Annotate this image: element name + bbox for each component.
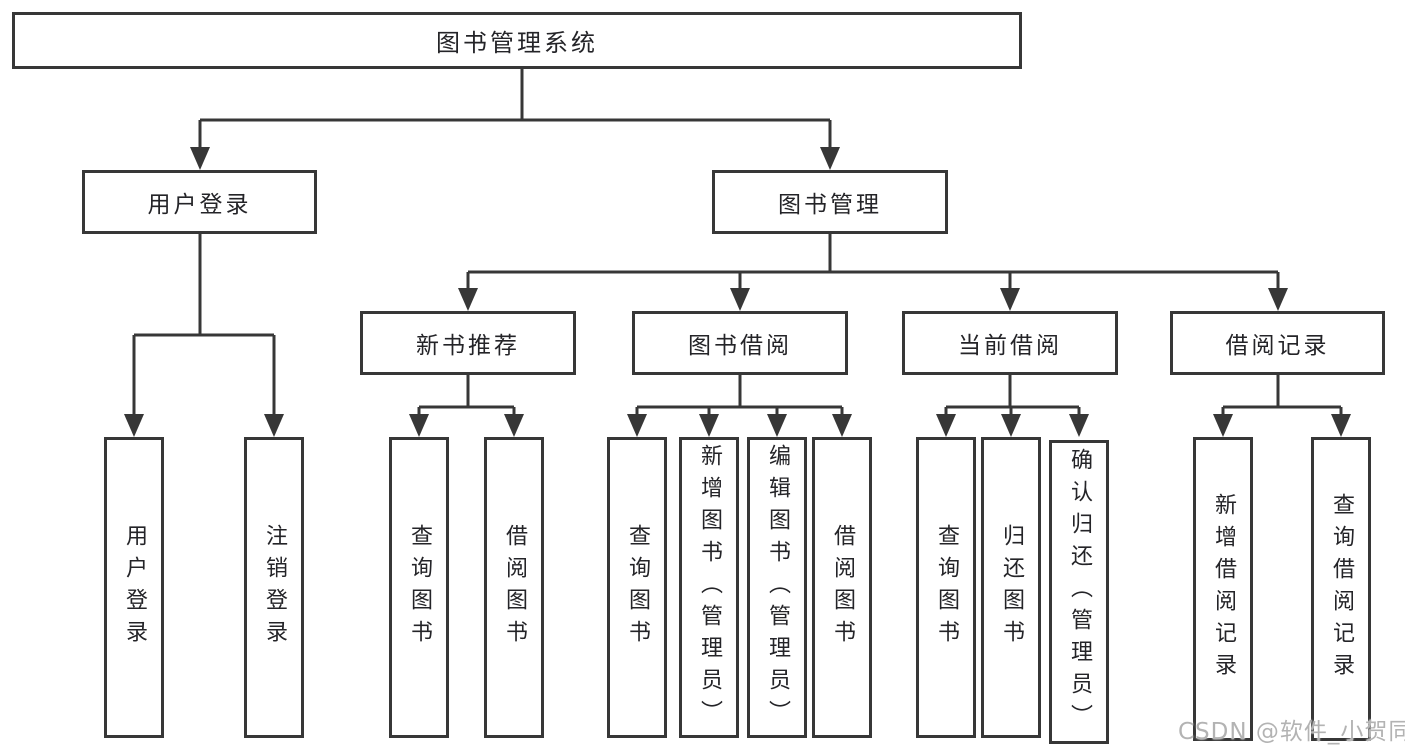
arrowhead-down-icon bbox=[1000, 288, 1020, 311]
arrowhead-down-icon bbox=[730, 288, 750, 311]
leaf-user-login: 用户登录 bbox=[104, 437, 164, 738]
node-user-login: 用户登录 bbox=[82, 170, 317, 234]
node-current-borrowing-label: 当前借阅 bbox=[958, 333, 1062, 359]
arrowhead-down-icon bbox=[767, 414, 787, 437]
leaf-logout: 注销登录 bbox=[244, 437, 304, 738]
arrowhead-down-icon bbox=[627, 414, 647, 437]
arrowhead-down-icon bbox=[504, 414, 524, 437]
arrowhead-down-icon bbox=[409, 414, 429, 437]
leaf-current-query-books-label: 查询图书 bbox=[934, 523, 959, 652]
leaf-current-confirm-return-admin-label: 确认归还（管理员） bbox=[1067, 448, 1092, 736]
node-new-book-recommendation: 新书推荐 bbox=[360, 311, 576, 375]
leaf-current-confirm-return-admin: 确认归还（管理员） bbox=[1049, 440, 1109, 744]
node-book-borrowing: 图书借阅 bbox=[632, 311, 848, 375]
node-borrowing-records: 借阅记录 bbox=[1170, 311, 1385, 375]
node-user-login-label: 用户登录 bbox=[147, 192, 252, 218]
leaf-borrowing-borrow-books: 借阅图书 bbox=[812, 437, 872, 738]
leaf-borrowing-query-books-label: 查询图书 bbox=[625, 523, 650, 652]
leaf-newbook-query-books: 查询图书 bbox=[389, 437, 449, 738]
node-current-borrowing: 当前借阅 bbox=[902, 311, 1118, 375]
arrowhead-down-icon bbox=[1001, 414, 1021, 437]
arrowhead-down-icon bbox=[820, 147, 840, 170]
node-book-management-label: 图书管理 bbox=[778, 192, 882, 218]
arrowhead-down-icon bbox=[190, 147, 210, 170]
leaf-current-query-books: 查询图书 bbox=[916, 437, 976, 738]
leaf-borrowing-edit-books-admin: 编辑图书（管理员） bbox=[747, 437, 807, 738]
leaf-borrowing-borrow-books-label: 借阅图书 bbox=[830, 523, 855, 652]
leaf-current-return-books: 归还图书 bbox=[981, 437, 1041, 738]
arrowhead-down-icon bbox=[458, 288, 478, 311]
connector-lines bbox=[132, 68, 1343, 419]
arrowhead-down-icon bbox=[1268, 288, 1288, 311]
leaf-borrowing-query-books: 查询图书 bbox=[607, 437, 667, 738]
csdn-watermark: CSDN @软件_小贺同学 bbox=[1178, 719, 1405, 745]
node-root-library-management-system: 图书管理系统 bbox=[12, 12, 1022, 69]
arrowhead-down-icon bbox=[1213, 414, 1233, 437]
leaf-records-add-borrow-record: 新增借阅记录 bbox=[1193, 437, 1253, 741]
node-book-borrowing-label: 图书借阅 bbox=[688, 333, 792, 359]
arrowhead-down-icon bbox=[264, 414, 284, 437]
arrowhead-down-icon bbox=[1069, 414, 1089, 437]
leaf-borrowing-edit-books-admin-label: 编辑图书（管理员） bbox=[765, 443, 790, 732]
leaf-newbook-borrow-books: 借阅图书 bbox=[484, 437, 544, 738]
leaf-newbook-borrow-books-label: 借阅图书 bbox=[502, 523, 527, 652]
arrowhead-down-icon bbox=[936, 414, 956, 437]
arrowhead-down-icon bbox=[124, 414, 144, 437]
leaf-records-query-borrow-record: 查询借阅记录 bbox=[1311, 437, 1371, 741]
leaf-borrowing-add-books-admin: 新增图书（管理员） bbox=[679, 437, 739, 738]
leaf-records-query-borrow-record-label: 查询借阅记录 bbox=[1329, 493, 1354, 685]
arrowhead-down-icon bbox=[699, 414, 719, 437]
leaf-borrowing-add-books-admin-label: 新增图书（管理员） bbox=[697, 443, 722, 732]
leaf-current-return-books-label: 归还图书 bbox=[999, 523, 1024, 652]
leaf-records-add-borrow-record-label: 新增借阅记录 bbox=[1211, 493, 1236, 685]
node-book-management: 图书管理 bbox=[712, 170, 948, 234]
leaf-user-login-label: 用户登录 bbox=[122, 523, 147, 652]
node-borrowing-records-label: 借阅记录 bbox=[1225, 333, 1330, 359]
leaf-logout-label: 注销登录 bbox=[262, 523, 287, 652]
arrowheads-down bbox=[124, 147, 1351, 437]
arrowhead-down-icon bbox=[1331, 414, 1351, 437]
arrowhead-down-icon bbox=[832, 414, 852, 437]
leaf-newbook-query-books-label: 查询图书 bbox=[407, 523, 432, 652]
node-root-label: 图书管理系统 bbox=[436, 29, 598, 57]
node-new-book-recommendation-label: 新书推荐 bbox=[416, 333, 520, 359]
